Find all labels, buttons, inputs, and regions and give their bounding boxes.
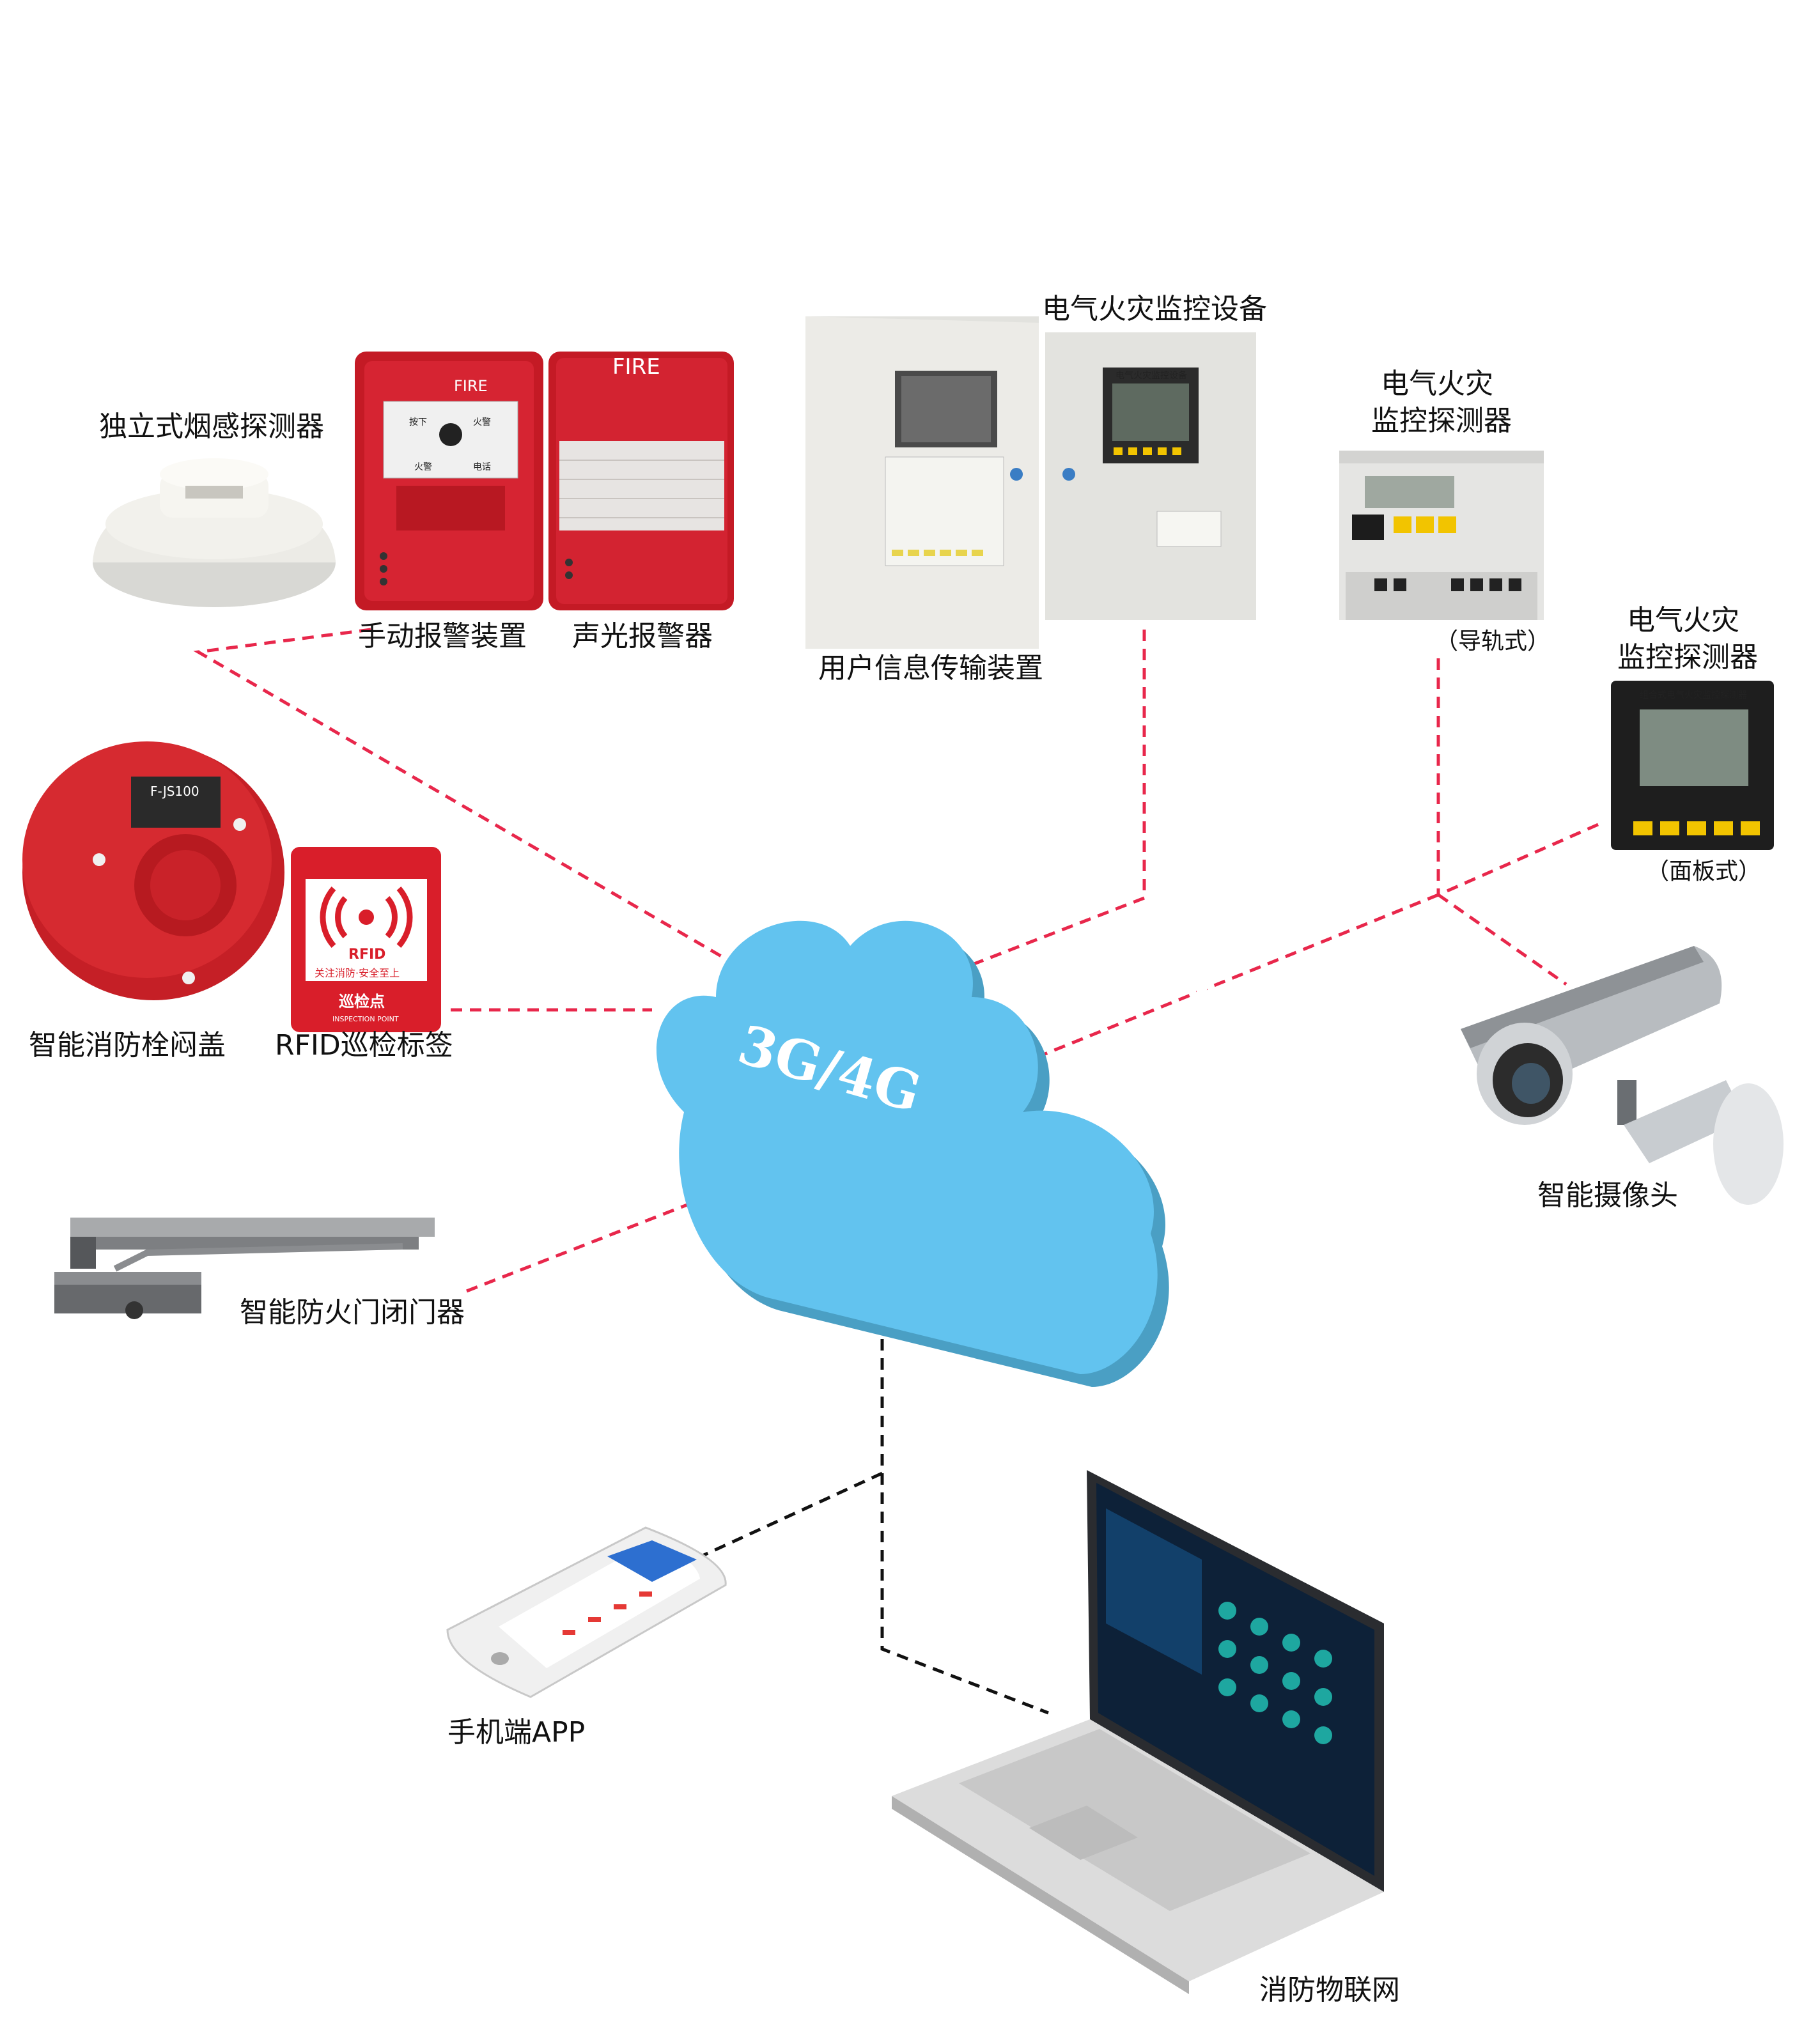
cabinet-screen-title: 电气火灾监控设备: [1115, 370, 1187, 381]
connection-lines: [193, 628, 1599, 1715]
manual-alarm-word: 火警: [473, 417, 491, 428]
manual-alarm-fire-text: FIRE: [454, 377, 488, 395]
link-phone: [686, 1471, 883, 1565]
manual-press-text: 按下: [409, 417, 427, 428]
rfid-point: 巡检点: [339, 993, 385, 1010]
smart-camera-device: [1461, 946, 1784, 1205]
rfid-point-en: INSPECTION POINT: [332, 1015, 399, 1023]
manual-phone-text: 电话: [473, 462, 491, 472]
door-closer-device: [54, 1218, 435, 1319]
user-info-transmission-cabinet: [805, 316, 1039, 649]
laptop-device: [892, 1470, 1384, 1994]
label-panel-detector-title-1: 电气火灾: [1627, 604, 1739, 637]
label-iot-network: 消防物联网: [1259, 1974, 1400, 2006]
electrical-fire-cabinet: 电气火灾监控设备: [1045, 332, 1256, 620]
smoke-detector: [93, 458, 336, 607]
rfid-slogan: 关注消防·安全至上: [315, 967, 400, 979]
label-smoke-detector: 独立式烟感探测器: [99, 410, 324, 443]
label-door-closer: 智能防火门闭门器: [240, 1296, 465, 1329]
panel-detector-name: 组合式电气火灾监控探测器: [1640, 690, 1747, 701]
label-rail-detector-title-1: 电气火灾: [1381, 368, 1493, 400]
link-panel-detector: [1437, 823, 1599, 897]
rail-detector-device: [1339, 451, 1544, 620]
label-user-info-transmission: 用户信息传输装置: [818, 652, 1043, 685]
sound-light-alarm-device: FIRE: [548, 352, 734, 610]
manual-alarm-device: FIRE 按下 火警 火警 电话: [355, 352, 543, 610]
label-rfid-tag: RFID巡检标签: [275, 1029, 453, 1062]
label-panel-detector-title-2: 监控探测器: [1617, 641, 1758, 674]
label-mobile-app: 手机端APP: [447, 1716, 585, 1749]
sounder-fire-text: FIRE: [612, 354, 660, 380]
label-electrical-fire-equipment: 电气火灾监控设备: [1042, 293, 1267, 325]
mobile-phone-device: [446, 1526, 727, 1698]
link-door-closer: [466, 1174, 761, 1293]
hydrant-cover-device: F-JS100: [22, 741, 284, 1000]
link-cloud-down: [880, 1262, 1049, 1715]
label-hydrant-cover: 智能消防栓闷盖: [29, 1029, 226, 1062]
label-rail-detector-title-2: 监控探测器: [1371, 405, 1512, 437]
link-cabinet: [945, 630, 1146, 977]
panel-detector-device: 组合式电气火灾监控探测器: [1611, 681, 1774, 850]
rfid-text: RFID: [348, 947, 385, 963]
link-camera: [1437, 893, 1567, 986]
label-sound-light-alarm: 声光报警器: [572, 620, 713, 653]
link-alarm-devices: [193, 628, 727, 961]
network-cloud: 3G/4G NB-IoT / LoRa: [656, 916, 1485, 1387]
label-panel-detector-type: （面板式）: [1646, 858, 1761, 885]
rfid-tag-device: RFID 关注消防·安全至上 巡检点 INSPECTION POINT: [291, 847, 441, 1032]
manual-fire-text: 火警: [414, 462, 432, 472]
label-manual-alarm: 手动报警装置: [358, 620, 527, 653]
label-smart-camera: 智能摄像头: [1537, 1179, 1678, 1212]
label-rail-detector-type: （导轨式）: [1435, 628, 1550, 654]
hydrant-model-text: F-JS100: [150, 784, 199, 799]
cloud-line-2: NB-IoT / LoRa: [1073, 916, 1485, 1107]
